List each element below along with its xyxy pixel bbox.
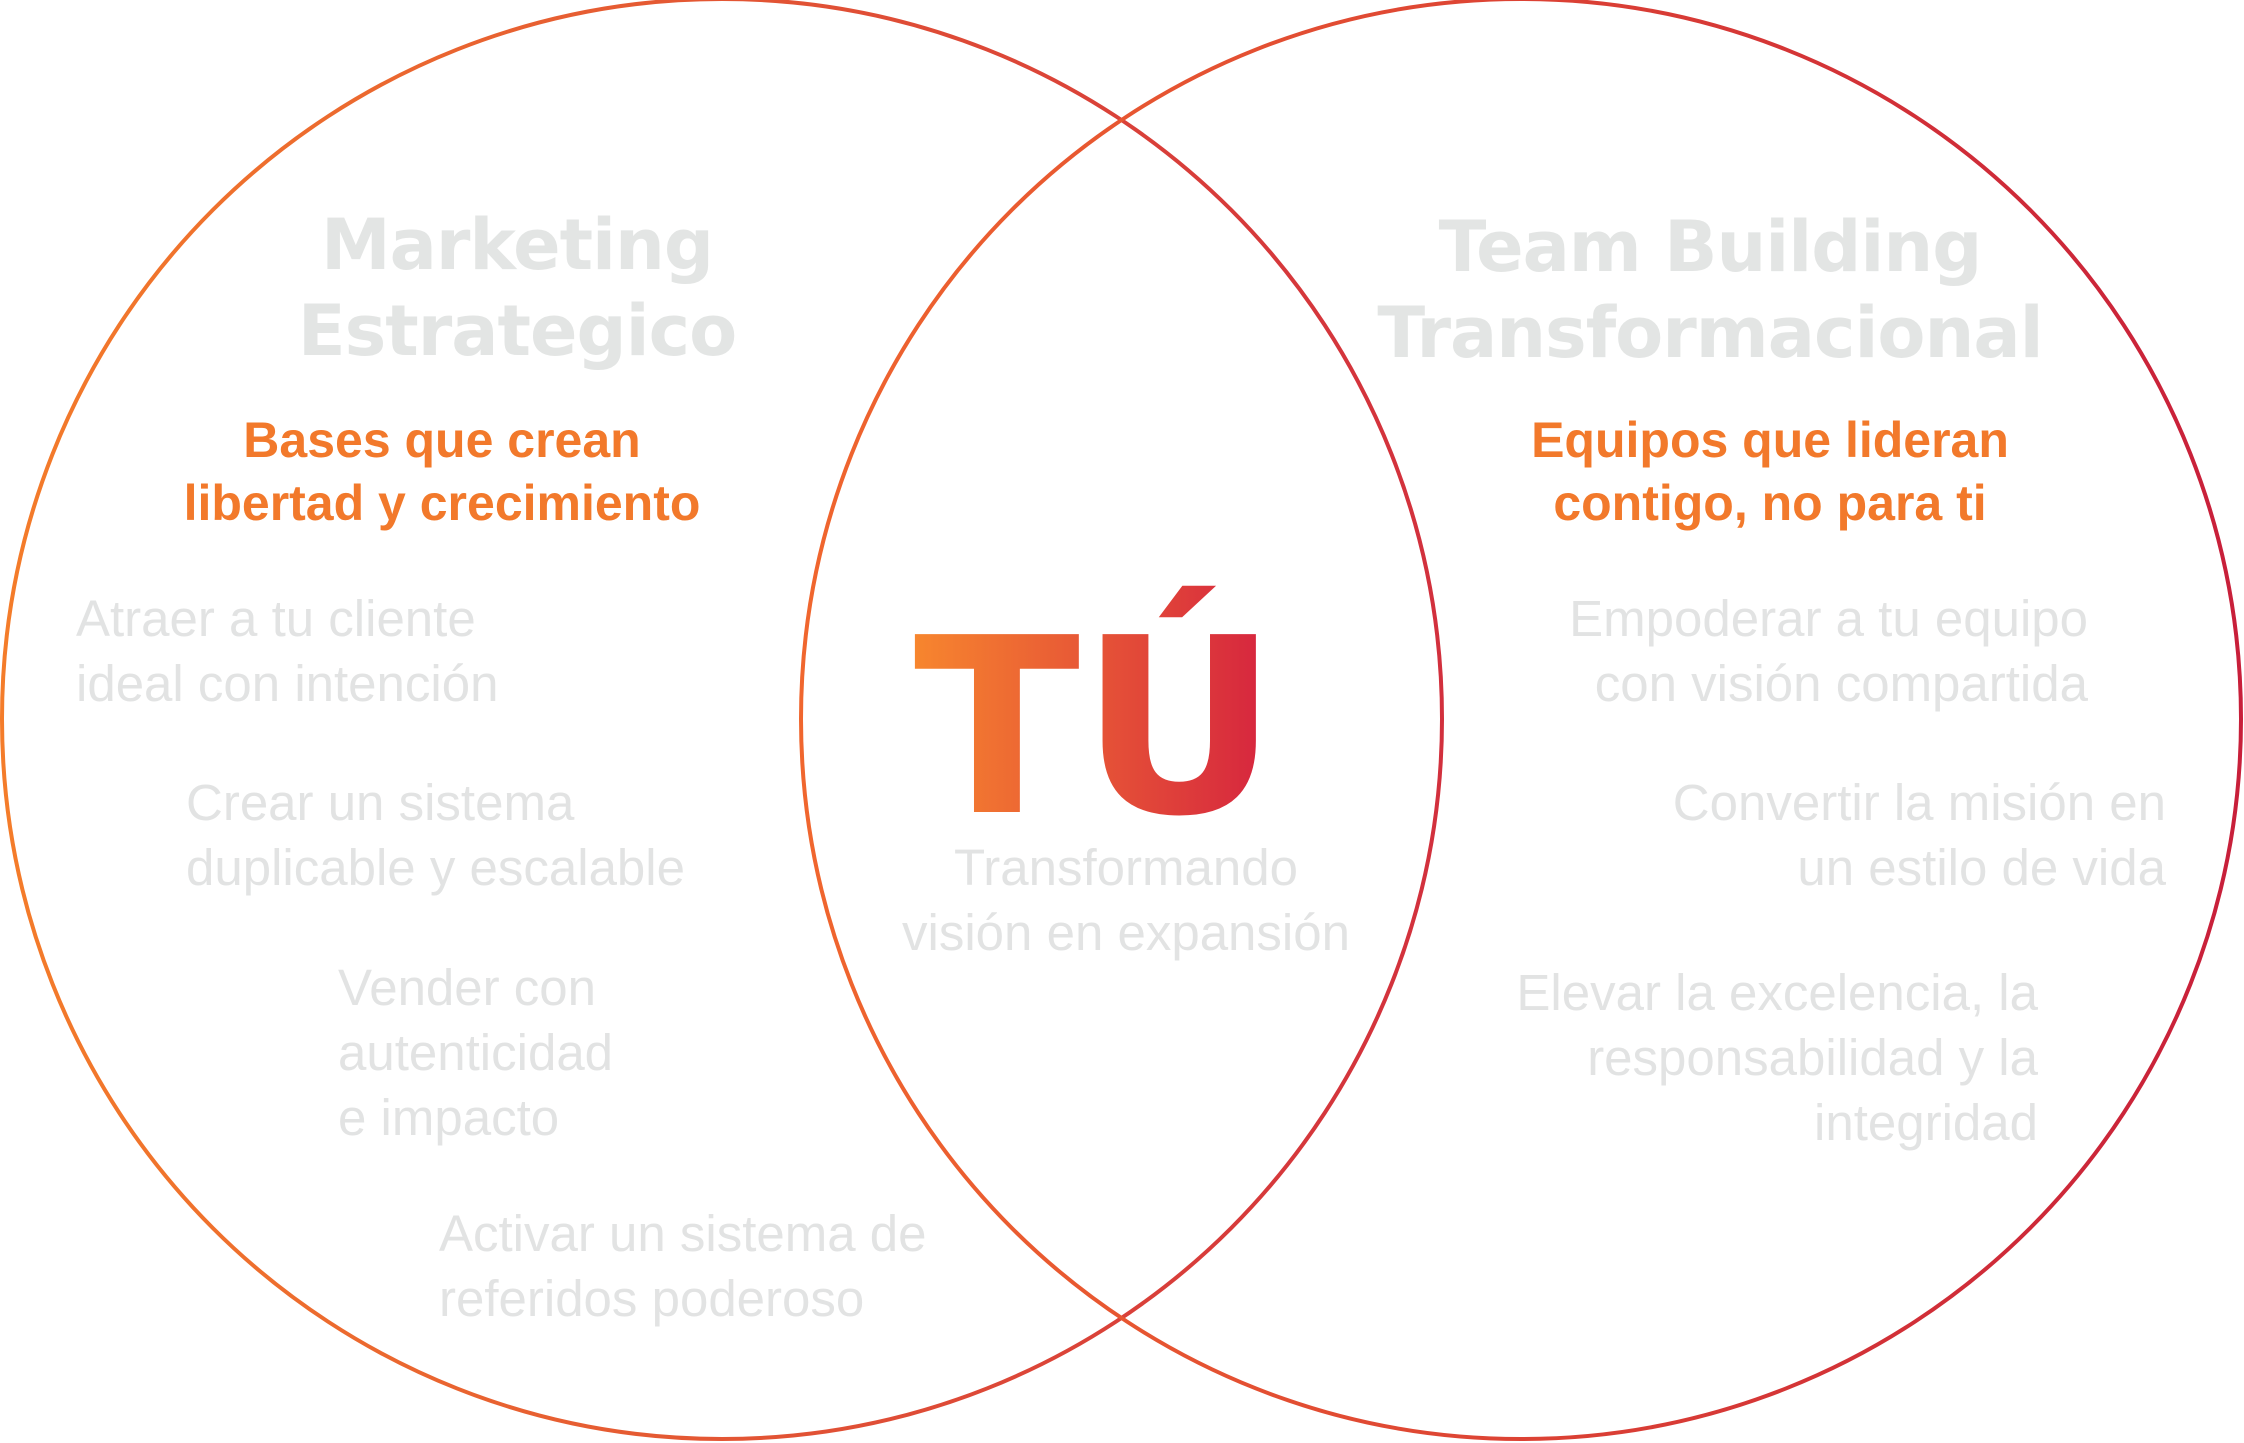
right-item-line: un estilo de vida	[1797, 839, 2166, 896]
left-item-line: Atraer a tu cliente	[76, 590, 476, 647]
right-item-1: Empoderar a tu equipo con visión compart…	[1488, 586, 2088, 716]
left-subtitle-line: Bases que crean	[243, 412, 641, 468]
right-circle	[799, 0, 2243, 1441]
left-item-line: Crear un sistema	[186, 774, 575, 831]
left-item-3: Vender con autenticidad e impacto	[338, 955, 613, 1150]
left-item-line: autenticidad	[338, 1024, 614, 1081]
center-caption: Transformando visión en expansión	[856, 835, 1396, 965]
left-item-line: ideal con intención	[76, 655, 499, 712]
right-item-line: Empoderar a tu equipo	[1569, 590, 2088, 647]
left-item-1: Atraer a tu cliente ideal con intención	[76, 586, 498, 716]
right-title-line: Transformacional	[1377, 292, 2043, 374]
right-item-line: Elevar la excelencia, la	[1516, 964, 2038, 1021]
right-item-line: responsabilidad y la	[1587, 1029, 2038, 1086]
right-item-line: con visión compartida	[1594, 655, 2088, 712]
right-item-2: Convertir la misión en un estilo de vida	[1570, 770, 2166, 900]
left-item-2: Crear un sistema duplicable y escalable	[186, 770, 685, 900]
left-subtitle-line: libertad y crecimiento	[183, 475, 701, 531]
right-subtitle-line: contigo, no para ti	[1553, 475, 1987, 531]
left-item-line: e impacto	[338, 1089, 560, 1146]
left-item-line: Activar un sistema de	[439, 1205, 927, 1262]
left-item-line: referidos poderoso	[439, 1270, 865, 1327]
center-caption-line: visión en expansión	[902, 904, 1350, 961]
left-circle	[0, 0, 1444, 1441]
right-item-3: Elevar la excelencia, la responsabilidad…	[1478, 960, 2038, 1155]
left-item-line: duplicable y escalable	[186, 839, 685, 896]
right-item-line: integridad	[1814, 1094, 2038, 1151]
right-title: Team Building Transformacional	[1330, 204, 2090, 376]
left-title-line: Estrategico	[297, 290, 737, 372]
left-title-line: Marketing	[321, 204, 714, 286]
right-title-line: Team Building	[1438, 206, 1983, 288]
center-caption-line: Transformando	[954, 839, 1298, 896]
right-subtitle-line: Equipos que lideran	[1531, 412, 2009, 468]
center-title: TÚ	[914, 584, 1279, 870]
left-title: Marketing Estrategico	[270, 202, 764, 374]
left-item-4: Activar un sistema de referidos poderoso	[439, 1201, 927, 1331]
left-item-line: Vender con	[338, 959, 597, 1016]
left-subtitle: Bases que crean libertad y crecimiento	[150, 409, 734, 535]
right-subtitle: Equipos que lideran contigo, no para ti	[1500, 409, 2040, 535]
right-item-line: Convertir la misión en	[1672, 774, 2166, 831]
